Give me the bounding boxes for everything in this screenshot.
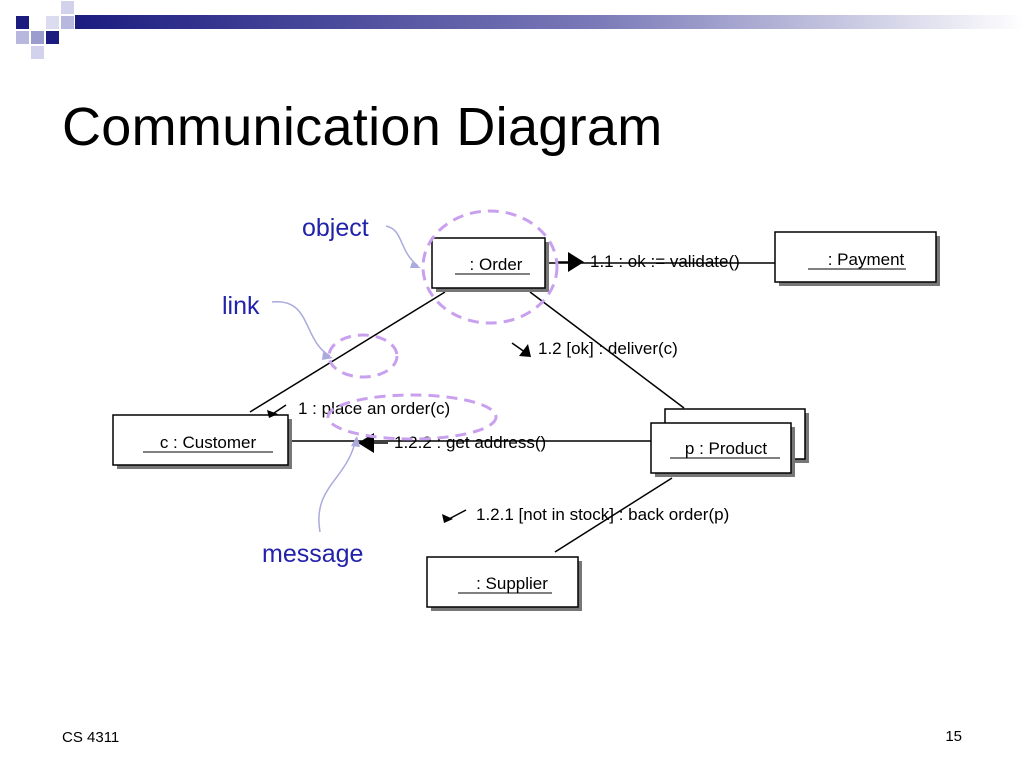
arrow-m1-2-2 [358, 433, 388, 453]
header-gradient-bar [75, 15, 1024, 29]
object-payment[interactable]: : Payment [774, 231, 940, 286]
link-product-supplier [554, 477, 673, 553]
object-highlight [421, 209, 559, 325]
header-square [46, 31, 59, 44]
object-payment-label: : Payment [828, 250, 905, 269]
object-supplier[interactable]: : Supplier [426, 556, 582, 611]
header-square [31, 46, 44, 59]
link-highlight [327, 333, 399, 379]
arrow-m1-1 [558, 252, 584, 272]
message-1-2-1: 1.2.1 [not in stock] : back order(p) [476, 505, 729, 524]
callout-connectors [271, 225, 421, 533]
object-customer[interactable]: c : Customer [112, 414, 292, 469]
object-callout-line [385, 225, 419, 267]
slide-title: Communication Diagram [62, 97, 663, 157]
header-decoration [16, 1, 1024, 59]
highlights [326, 209, 559, 441]
message-1: 1 : place an order(c) [298, 399, 450, 418]
header-square [16, 31, 29, 44]
message-1-1: 1.1 : ok := validate() [590, 252, 740, 271]
header-square [31, 31, 44, 44]
arrow-m1 [267, 404, 287, 418]
message-callout-line [318, 437, 357, 533]
header-square [16, 16, 29, 29]
callout-link: link [222, 292, 260, 320]
message-1-2: 1.2 [ok] : deliver(c) [538, 339, 678, 358]
object-product[interactable]: p : Product [650, 408, 809, 477]
arrow-m1-2-1 [442, 509, 467, 523]
message-highlight [326, 393, 498, 441]
link-callout-line [271, 301, 331, 357]
links [249, 262, 776, 553]
object-customer-label: c : Customer [160, 433, 257, 452]
message-1-2-2: 1.2.2 : get address() [394, 433, 546, 452]
link-order-product [529, 291, 685, 409]
arrow-m1-2 [511, 342, 531, 357]
object-product-label: p : Product [685, 439, 767, 458]
page-number: 15 [945, 728, 962, 745]
callout-message: message [262, 540, 363, 568]
header-square [46, 16, 59, 29]
object-supplier-label: : Supplier [476, 574, 548, 593]
message-arrows [267, 252, 584, 523]
object-order-label: : Order [470, 255, 523, 274]
footer-course: CS 4311 [62, 729, 120, 746]
header-square [61, 16, 74, 29]
callout-object: object [302, 214, 369, 242]
header-square [61, 1, 74, 14]
link-order-customer [249, 291, 446, 413]
object-order[interactable]: : Order [431, 237, 549, 292]
